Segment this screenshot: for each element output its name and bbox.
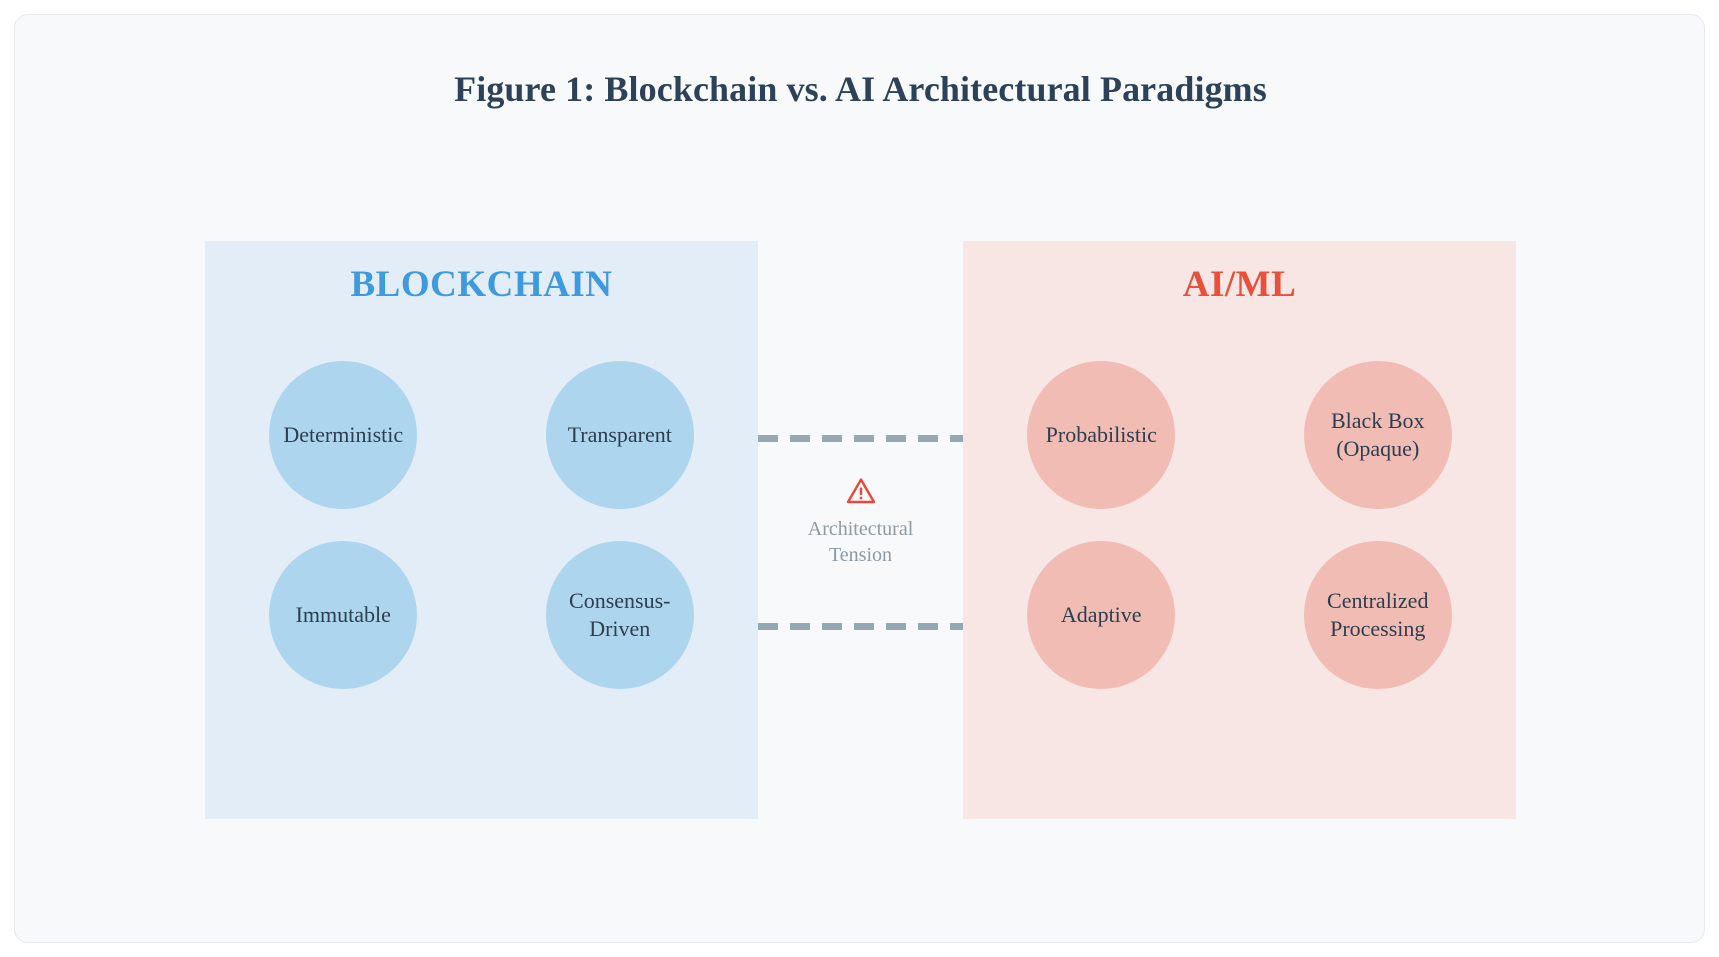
tension-connector-bottom bbox=[758, 623, 963, 630]
figure-card: Figure 1: Blockchain vs. AI Architectura… bbox=[14, 14, 1705, 943]
ai-node-grid: Probabilistic Black Box (Opaque) Adaptiv… bbox=[963, 345, 1516, 705]
node-probabilistic-label: Probabilistic bbox=[1045, 421, 1157, 447]
node-consensus-driven[interactable]: Consensus- Driven bbox=[545, 541, 694, 689]
node-deterministic[interactable]: Deterministic bbox=[269, 361, 418, 509]
node-transparent-label: Transparent bbox=[567, 421, 672, 447]
architectural-tension-zone: Architectural Tension bbox=[758, 241, 963, 819]
figure-title: Figure 1: Blockchain vs. AI Architectura… bbox=[454, 69, 1267, 109]
panel-blockchain: BLOCKCHAIN Deterministic Transparent Imm… bbox=[205, 241, 758, 819]
node-immutable-label: Immutable bbox=[295, 601, 391, 627]
blockchain-node-grid: Deterministic Transparent Immutable Cons… bbox=[205, 345, 758, 705]
node-adaptive-label: Adaptive bbox=[1060, 601, 1142, 627]
tension-marker: Architectural Tension bbox=[758, 477, 963, 569]
node-adaptive[interactable]: Adaptive bbox=[1027, 541, 1176, 689]
tension-caption: Architectural Tension bbox=[807, 518, 914, 567]
node-consensus-driven-label: Consensus- Driven bbox=[569, 587, 671, 641]
node-deterministic-label: Deterministic bbox=[283, 421, 404, 447]
panel-blockchain-heading: BLOCKCHAIN bbox=[350, 264, 613, 305]
node-centralized-processing-label: Centralized Processing bbox=[1327, 587, 1429, 641]
node-black-box[interactable]: Black Box (Opaque) bbox=[1303, 361, 1452, 509]
node-black-box-label: Black Box (Opaque) bbox=[1331, 407, 1425, 461]
node-centralized-processing[interactable]: Centralized Processing bbox=[1303, 541, 1452, 689]
node-immutable[interactable]: Immutable bbox=[269, 541, 418, 689]
panel-ai-heading: AI/ML bbox=[1182, 264, 1297, 305]
warning-triangle-icon bbox=[846, 478, 875, 504]
panel-ai: AI/ML Probabilistic Black Box (Opaque) A… bbox=[963, 241, 1516, 819]
tension-connector-top bbox=[758, 435, 963, 442]
node-probabilistic[interactable]: Probabilistic bbox=[1027, 361, 1176, 509]
node-transparent[interactable]: Transparent bbox=[545, 361, 694, 509]
